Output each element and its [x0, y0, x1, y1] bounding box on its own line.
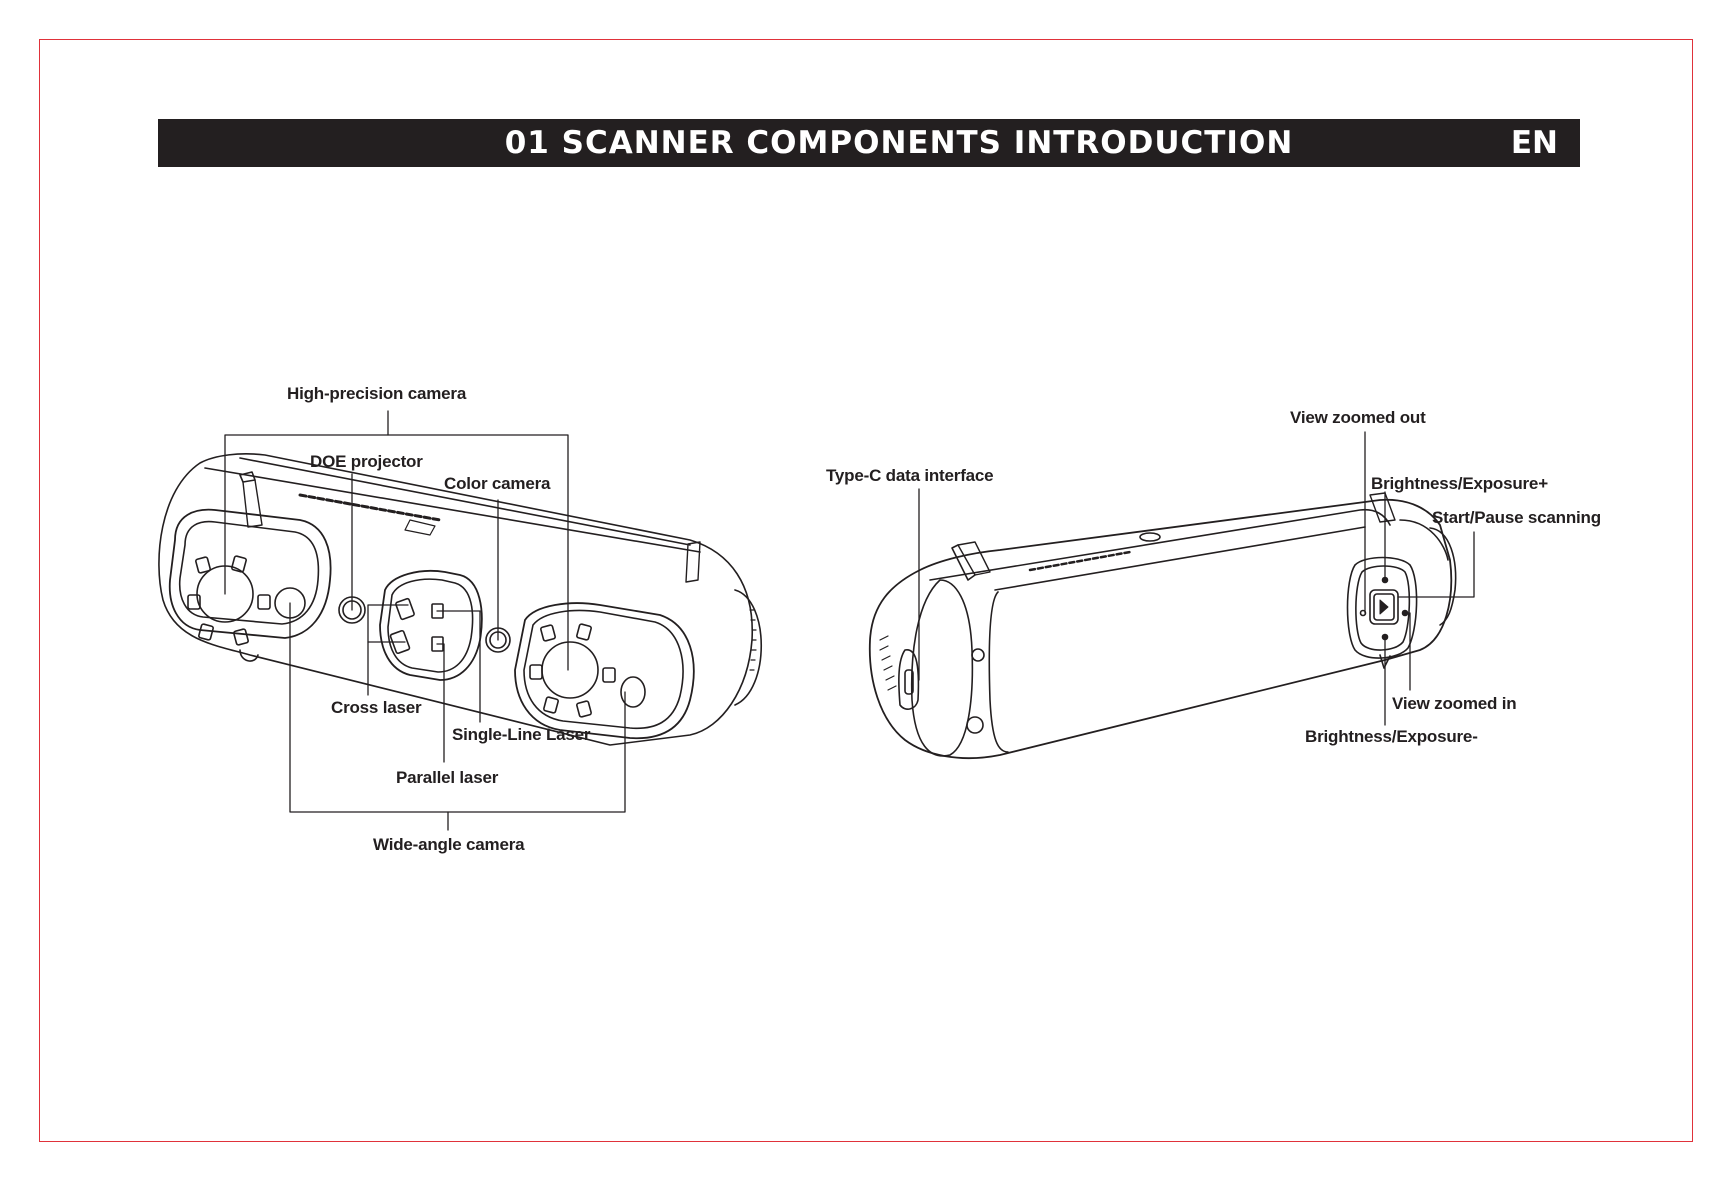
- label-brightness-plus: Brightness/Exposure+: [1371, 474, 1548, 493]
- label-type-c-interface: Type-C data interface: [826, 466, 994, 485]
- scanner-rear-illustration: [868, 492, 1457, 760]
- page-title: 01 SCANNER COMPONENTS INTRODUCTION: [504, 125, 1294, 161]
- label-cross-laser: Cross laser: [331, 698, 422, 717]
- label-view-zoomed-in: View zoomed in: [1392, 694, 1517, 713]
- language-badge: EN: [1510, 125, 1558, 161]
- label-brightness-minus: Brightness/Exposure-: [1305, 727, 1478, 746]
- label-parallel-laser: Parallel laser: [396, 768, 499, 787]
- page-border: [39, 39, 1693, 1142]
- play-pause-icon: [1379, 599, 1389, 615]
- rear-callout-lines: [918, 431, 1475, 726]
- title-bar: 01 SCANNER COMPONENTS INTRODUCTION EN: [158, 119, 1580, 167]
- label-high-precision-camera: High-precision camera: [287, 384, 467, 403]
- scanner-front-illustration: [158, 453, 762, 746]
- label-start-pause: Start/Pause scanning: [1432, 508, 1601, 527]
- label-single-line-laser: Single-Line Laser: [452, 725, 591, 744]
- label-doe-projector: DOE projector: [310, 452, 423, 471]
- front-callout-lines: [224, 410, 626, 831]
- label-wide-angle-camera: Wide-angle camera: [373, 835, 525, 854]
- label-view-zoomed-out: View zoomed out: [1290, 408, 1426, 427]
- label-color-camera: Color camera: [444, 474, 551, 493]
